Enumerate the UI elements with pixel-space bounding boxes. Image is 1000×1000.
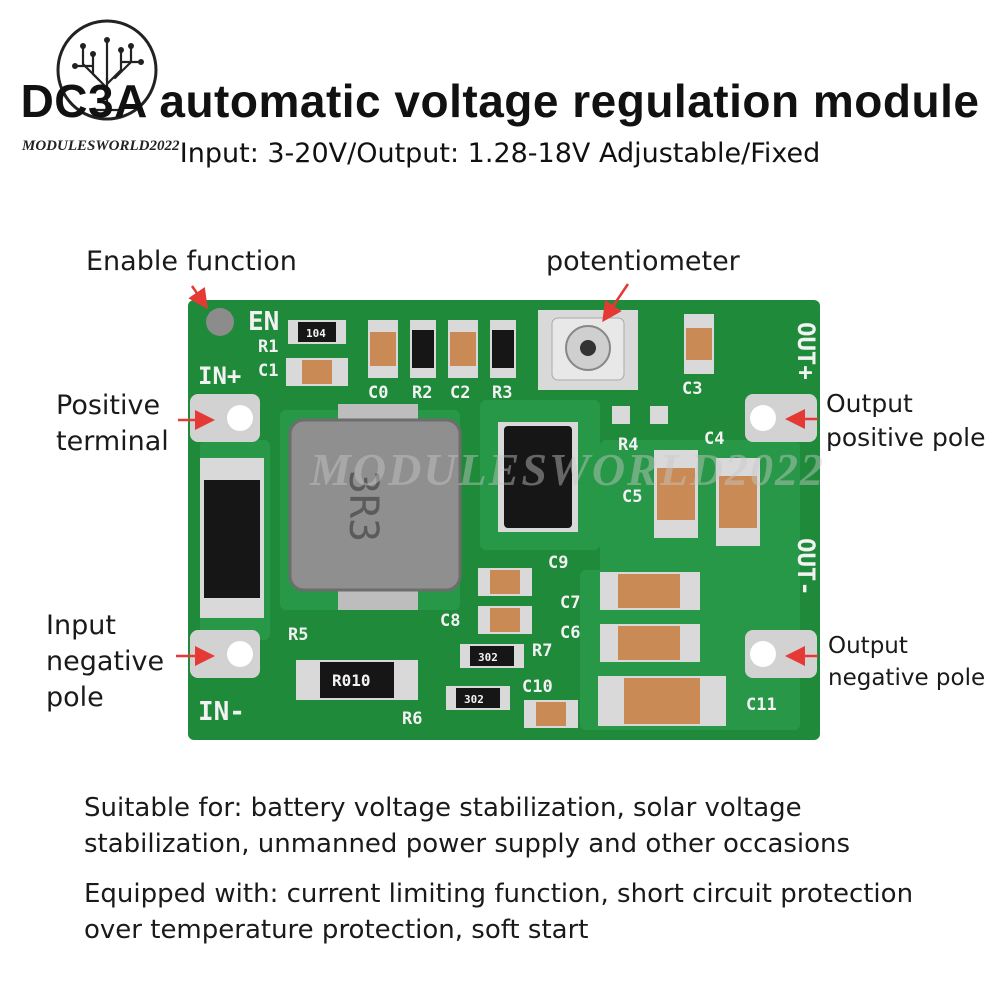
silk-c11: C11 — [746, 695, 777, 715]
silk-r2: R2 — [412, 383, 432, 403]
schottky-diode — [200, 458, 264, 618]
description-suitable-line1: Suitable for: battery voltage stabilizat… — [84, 793, 802, 823]
arrow-potentiometer — [602, 283, 630, 323]
watermark-text: MODULESWORLD2022 — [309, 444, 825, 495]
callout-input-negative-line1: Input — [46, 610, 116, 641]
silk-c6: C6 — [560, 623, 580, 643]
callout-output-positive-line1: Output — [826, 389, 913, 418]
silk-r5: R5 — [288, 625, 308, 645]
silk-r4: R4 — [618, 435, 638, 455]
silk-out-plus: OUT+ — [792, 322, 820, 380]
callout-output-negative-line1: Output — [828, 633, 908, 659]
callout-output-positive-line2: positive pole — [826, 423, 986, 452]
silk-out-minus: OUT- — [792, 538, 820, 596]
silk-c1: C1 — [258, 361, 278, 381]
description-equipped-line1: Equipped with: current limiting function… — [84, 879, 914, 909]
potentiometer — [538, 310, 638, 390]
brand-logo — [55, 18, 160, 123]
enable-pad — [206, 308, 234, 336]
shunt-code: R010 — [332, 671, 371, 690]
inductor: 3R3 — [288, 404, 462, 610]
callout-input-negative-line3: pole — [46, 682, 104, 713]
callout-output-negative-line2: negative pole — [828, 665, 986, 691]
description-equipped-line2: over temperature protection, soft start — [84, 915, 589, 945]
silk-in-minus: IN- — [198, 697, 245, 727]
silk-c2: C2 — [450, 383, 470, 403]
description-suitable-line2: stabilization, unmanned power supply and… — [84, 829, 851, 859]
regulator-ic — [498, 422, 578, 532]
inductor-code: 3R3 — [340, 470, 386, 542]
out-plus-terminal — [745, 394, 817, 442]
r7-code: 302 — [478, 651, 498, 664]
in-plus-terminal — [190, 394, 260, 442]
r6-code: 302 — [464, 693, 484, 706]
silk-c4: C4 — [704, 429, 724, 449]
callout-potentiometer: potentiometer — [546, 246, 740, 277]
shunt-resistor: R010 — [296, 660, 418, 700]
page-title: DC3A automatic voltage regulation module — [20, 75, 980, 127]
page-subtitle: Input: 3-20V/Output: 1.28-18V Adjustable… — [179, 138, 821, 169]
callout-positive-terminal-line1: Positive — [56, 390, 161, 421]
callout-positive-terminal-line2: terminal — [56, 426, 169, 457]
silk-en: EN — [248, 307, 279, 337]
silk-in-plus: IN+ — [198, 362, 241, 390]
silk-r3: R3 — [492, 383, 512, 403]
silk-r6: R6 — [402, 709, 422, 729]
silk-c8: C8 — [440, 611, 460, 631]
pcb-board-photo: 104 3R3 — [188, 300, 825, 740]
circuit-tree-logo-icon — [56, 19, 158, 121]
arrow-enable — [188, 285, 208, 310]
silk-c3: C3 — [682, 379, 702, 399]
silk-r1: R1 — [258, 337, 278, 357]
silk-c0: C0 — [368, 383, 388, 403]
in-minus-terminal — [190, 630, 260, 678]
silk-c9: C9 — [548, 553, 568, 573]
silk-r7: R7 — [532, 641, 552, 661]
silk-c5: C5 — [622, 487, 642, 507]
out-minus-terminal — [745, 630, 817, 678]
silk-c7: C7 — [560, 593, 580, 613]
silk-c10: C10 — [522, 677, 553, 697]
brand-name: MODULESWORLD2022 — [22, 138, 180, 154]
callout-input-negative-line2: negative — [46, 646, 165, 677]
r1-code: 104 — [306, 327, 326, 340]
callout-enable: Enable function — [86, 246, 297, 277]
